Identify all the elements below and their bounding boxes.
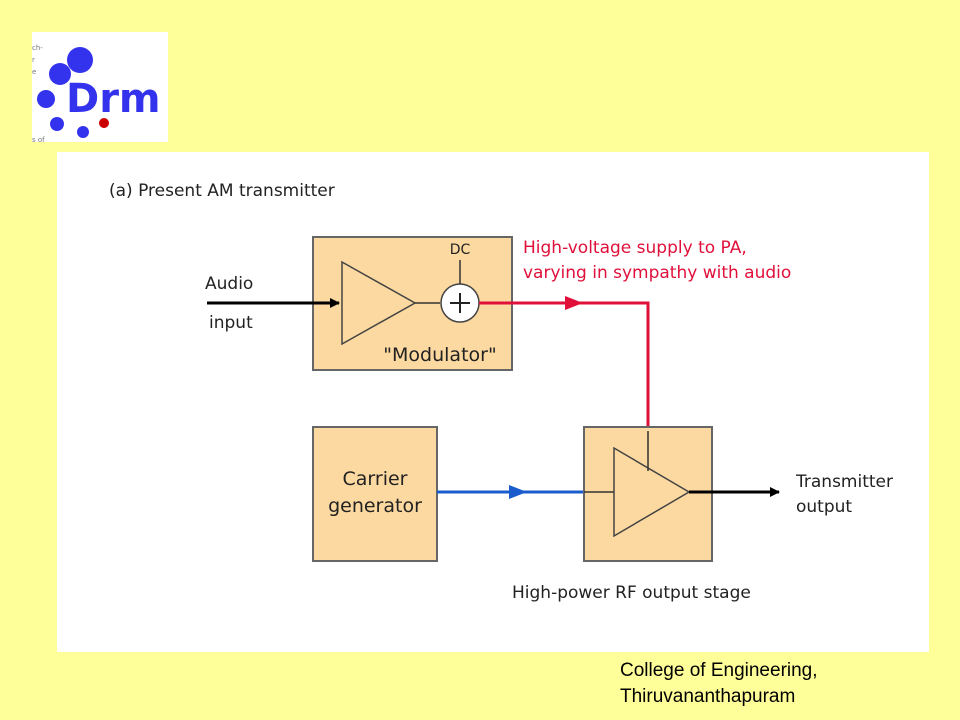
pa-box [583,426,713,562]
pa-label: High-power RF output stage [512,583,751,603]
hv-supply-line [479,301,650,431]
logo-dot [49,63,71,85]
footer-institution: College of Engineering, Thiruvananthapur… [620,658,818,710]
diagram-caption: (a) Present AM transmitter [109,181,335,201]
svg-text:s of: s of [32,136,45,142]
carrier-label-line2: generator [328,495,422,517]
carrier-label-line1: Carrier [343,468,408,490]
footer-line2: Thiruvananthapuram [620,686,796,707]
hv-note-line1: High-voltage supply to PA, [523,238,747,258]
svg-text:e: e [32,68,36,76]
logo-accent-dot [99,118,109,128]
carrier-arrow [509,485,527,499]
modulator-amplifier-triangle [341,260,417,346]
drm-logo: ch- r e s of Drm [32,32,168,144]
transmitter-diagram: (a) Present AM transmitter DC "Modulator… [57,152,929,652]
pa-amplifier-triangle [613,446,691,538]
output-label-line2: output [796,497,852,517]
logo-wordmark: Drm [66,76,161,122]
audio-input-label-line1: Audio [205,274,253,294]
audio-input-label-line2: input [209,313,253,333]
logo-dot [67,47,93,73]
dc-label: DC [450,242,471,258]
hv-note-line2: varying in sympathy with audio [523,263,791,283]
svg-text:r: r [32,56,35,64]
modulator-label: "Modulator" [383,344,496,366]
carrier-generator-box [312,426,438,562]
am-transmitter-svg: (a) Present AM transmitter DC "Modulator… [109,181,893,603]
logo-dot [50,117,64,131]
output-label-line1: Transmitter [795,472,893,492]
logo-dot [37,90,55,108]
svg-text:ch-: ch- [32,44,43,52]
hv-supply-arrow [565,296,583,310]
logo-dot [77,126,89,138]
drm-logo-graphic: ch- r e s of Drm [32,44,161,144]
footer-line1: College of Engineering, [620,660,818,681]
